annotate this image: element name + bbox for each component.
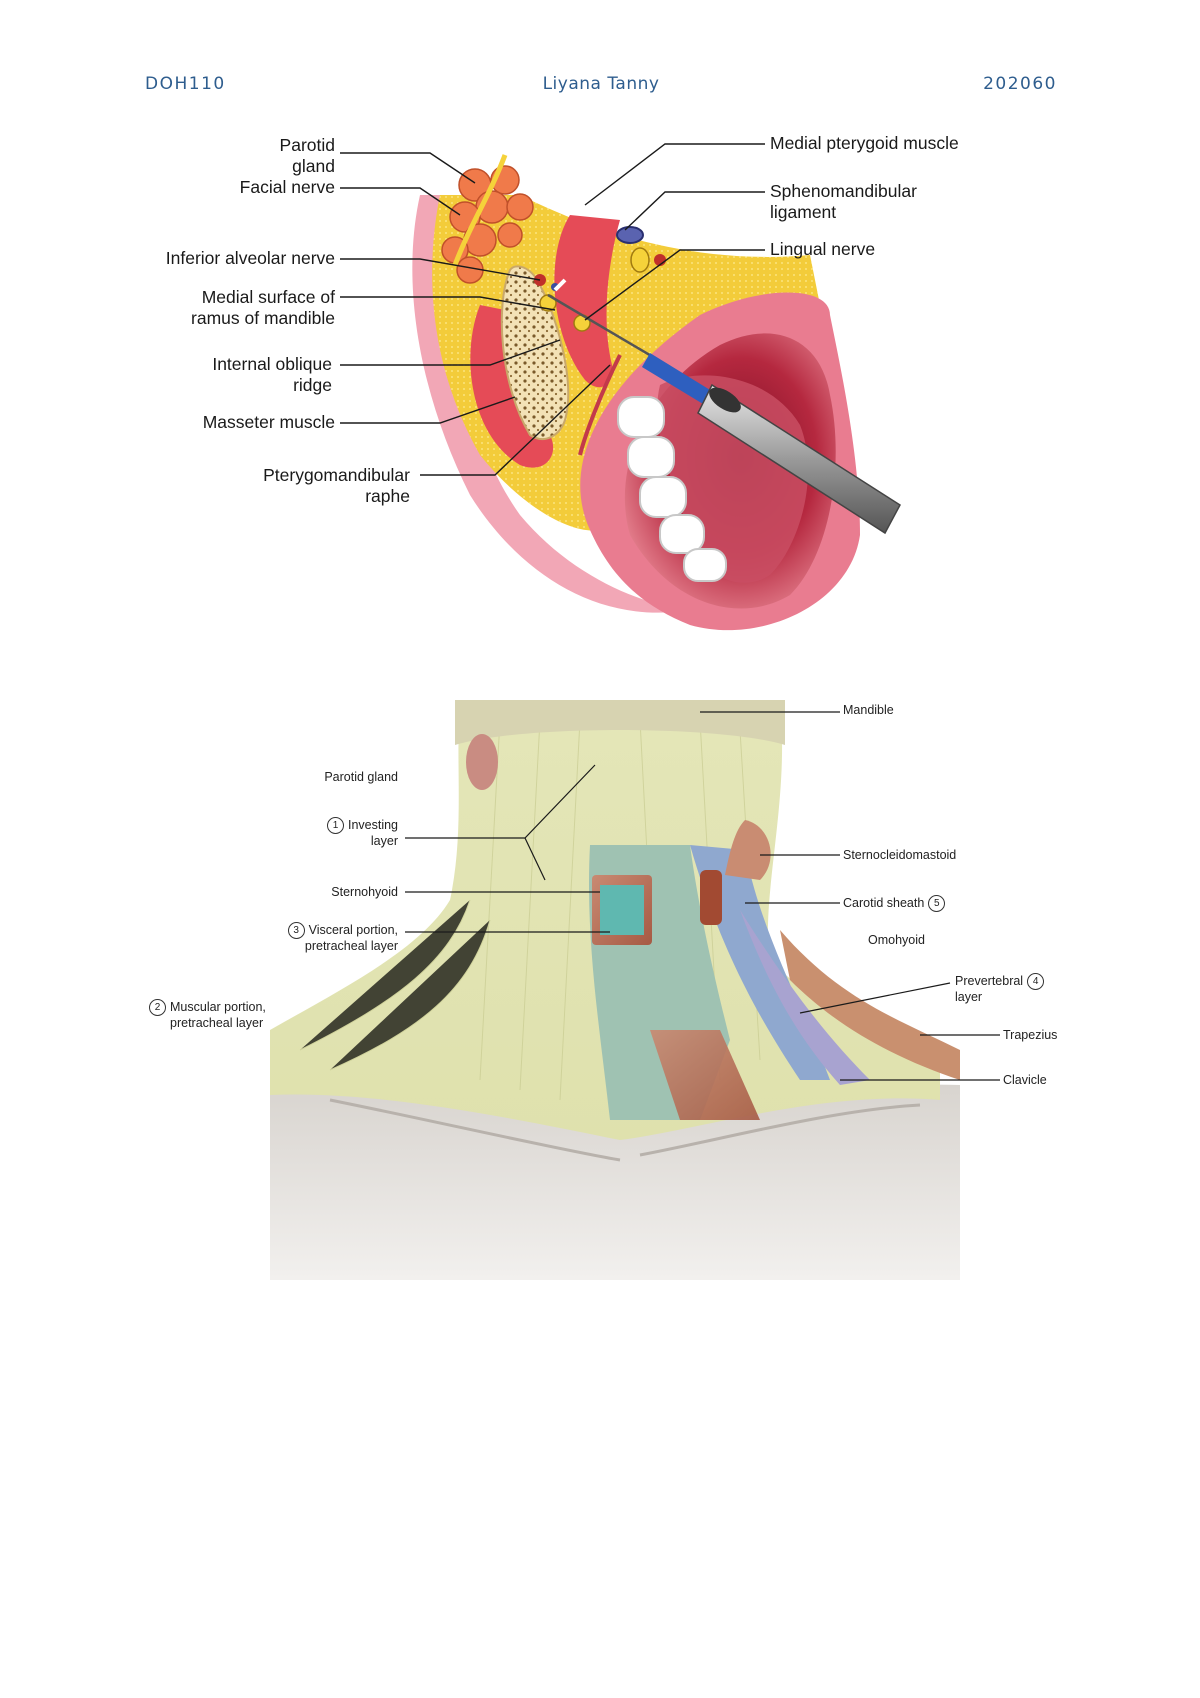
number-badge: 2 — [149, 999, 166, 1016]
label-sternohyoid: Sternohyoid — [331, 885, 398, 899]
trapezius-muscle — [780, 930, 960, 1080]
syringe-barrel — [697, 383, 901, 535]
omohyoid-muscle — [650, 1030, 760, 1120]
leader-lines-neck — [405, 711, 1000, 1081]
mandible-bone — [455, 700, 785, 745]
facial-nerve — [452, 154, 508, 266]
label-inferior-alveolar-nerve: Inferior alveolar nerve — [165, 248, 335, 268]
label-sternocleidomastoid: Sternocleidomastoid — [843, 848, 957, 862]
chest — [270, 1084, 960, 1280]
author-name: Liyana Tanny — [542, 74, 660, 94]
carotid-sheath-vessel — [700, 870, 722, 925]
injection-anatomy-illustration — [340, 143, 901, 631]
neck-fascia-illustration — [270, 700, 1000, 1280]
number-badge: 5 — [928, 895, 946, 912]
parotid-gland-patch — [466, 734, 498, 790]
leader-lines-left — [340, 152, 611, 476]
label-mandible: Mandible — [843, 703, 894, 717]
number-badge: 3 — [287, 922, 305, 939]
number-badge: 4 — [1027, 973, 1045, 990]
label-trapezius: Trapezius — [1003, 1028, 1058, 1042]
date-code: 202060 — [983, 74, 1057, 94]
label-parotid-gland-neck: Parotid gland — [324, 770, 398, 784]
leader-lines-right — [584, 143, 765, 321]
page-header: DOH110 Liyana Tanny 202060 — [145, 74, 1057, 100]
label-medial-pterygoid-muscle: Medial pterygoid muscle — [770, 133, 959, 153]
needle-hub — [642, 353, 715, 407]
sphenomandibular-ligament-dot — [616, 226, 644, 244]
pterygomandibular-raphe — [578, 354, 622, 456]
number-badge: 1 — [326, 817, 344, 834]
medial-pterygoid-muscle — [554, 215, 620, 388]
label-facial-nerve: Facial nerve — [239, 177, 335, 197]
clavicle-contour — [329, 1098, 921, 1162]
teeth — [617, 396, 727, 582]
cheek-skin — [412, 195, 690, 613]
label-lingual-nerve: Lingual nerve — [770, 239, 876, 259]
prevertebral-layer — [740, 910, 870, 1085]
label-clavicle: Clavicle — [1003, 1073, 1047, 1087]
sternocleidomastoid-muscle — [725, 820, 771, 880]
course-code: DOH110 — [145, 74, 226, 94]
visceral-portion — [600, 885, 644, 935]
label-masseter-muscle: Masseter muscle — [202, 412, 335, 432]
label-omohyoid: Omohyoid — [868, 933, 925, 947]
